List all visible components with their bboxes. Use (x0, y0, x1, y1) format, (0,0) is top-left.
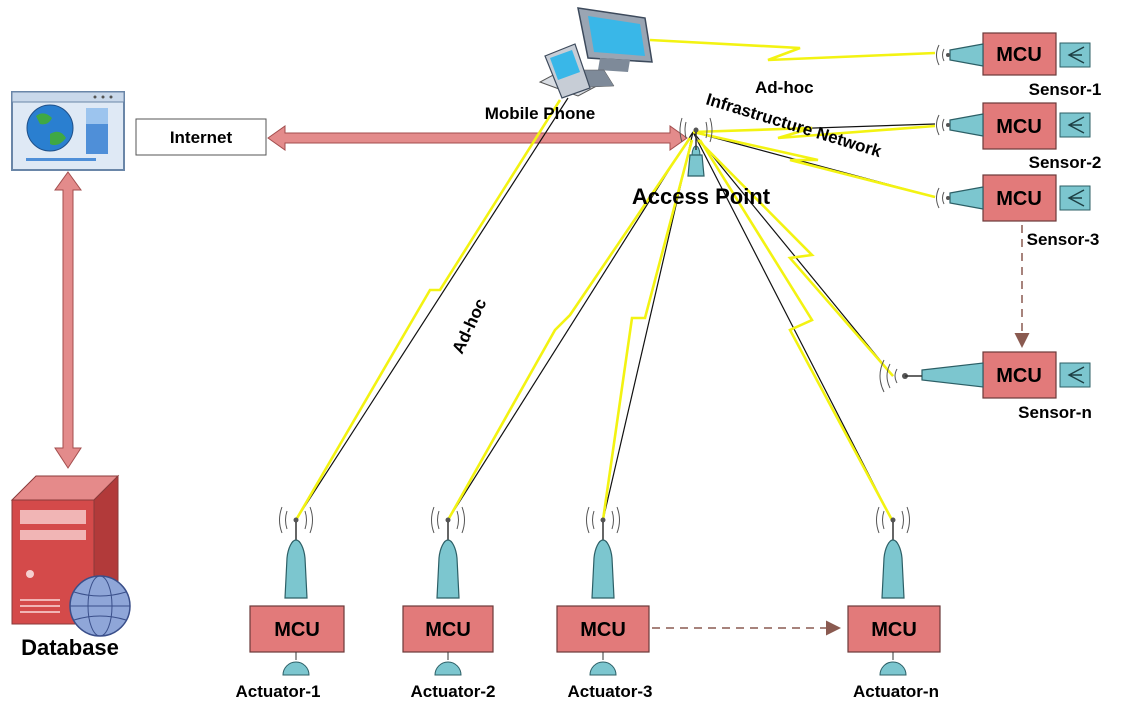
mcu-box (249, 605, 345, 653)
mcu-label: MCU (996, 116, 1042, 138)
actuator-3-label: Actuator-3 (567, 682, 652, 701)
antenna-icon (284, 539, 308, 599)
database-server-icon (10, 474, 131, 637)
sensor-node-1: MCU Sensor-1 (936, 32, 1102, 99)
adhoc-top-label: Ad-hoc (755, 78, 814, 97)
access-point-icon (679, 117, 713, 177)
actuator-1-label: Actuator-1 (235, 682, 320, 701)
actuator-node-1: MCU Actuator-1 (235, 506, 345, 701)
mcu-label: MCU (996, 365, 1042, 387)
actuator-icon (282, 661, 310, 676)
internet-label-box: Internet (135, 118, 267, 156)
antenna-icon (949, 43, 984, 67)
internet-label: Internet (170, 128, 233, 147)
antenna-icon (949, 113, 984, 137)
sensor-node-n: MCU Sensor-n (879, 351, 1092, 422)
mcu-label: MCU (996, 44, 1042, 66)
mcu-label: MCU (871, 619, 917, 641)
mcu-label: MCU (996, 188, 1042, 210)
mobile-phone-label: Mobile Phone (485, 104, 596, 123)
sensor-1-label: Sensor-1 (1029, 80, 1102, 99)
sensor-node-3: MCU Sensor-3 (936, 174, 1100, 249)
actuator-node-3: MCU Actuator-3 (556, 506, 653, 701)
phone-icon (544, 43, 591, 99)
actuator-2-label: Actuator-2 (410, 682, 495, 701)
ap-links-to-sensors (692, 123, 936, 377)
mcu-box (982, 32, 1057, 76)
sensor-2-label: Sensor-2 (1029, 153, 1102, 172)
actuator-icon (434, 661, 462, 676)
actuator-node-2: MCU Actuator-2 (402, 506, 496, 701)
mcu-label: MCU (425, 619, 471, 641)
internet-to-access-point-arrow (267, 125, 688, 151)
mcu-label: MCU (274, 619, 320, 641)
actuator-icon (589, 661, 617, 676)
sensor-n-label: Sensor-n (1018, 403, 1092, 422)
adhoc-link-phone-to-actuator-1 (295, 97, 569, 521)
web-browser-icon (11, 91, 125, 171)
mcu-label: MCU (580, 619, 626, 641)
mcu-box (556, 605, 650, 653)
sensor-node-2: MCU Sensor-2 (936, 102, 1102, 172)
mcu-box (982, 102, 1057, 150)
mcu-box (982, 351, 1057, 399)
antenna-icon (591, 539, 615, 599)
access-point-label: Access Point (632, 184, 771, 209)
database-label: Database (21, 635, 119, 660)
browser-to-database-arrow (54, 171, 82, 469)
actuator-n-label: Actuator-n (853, 682, 939, 701)
actuator-icon (879, 661, 907, 676)
antenna-icon (949, 186, 984, 210)
antenna-icon (921, 362, 984, 388)
actuator-node-n: MCU Actuator-n (847, 506, 941, 701)
mcu-box (402, 605, 494, 653)
wireless-bolts (294, 38, 936, 521)
infrastructure-network-label: Infrastructure Network (704, 90, 884, 162)
antenna-icon (881, 539, 905, 599)
adhoc-left-label: Ad-hoc (448, 296, 490, 357)
mcu-box (847, 605, 941, 653)
sensor-3-label: Sensor-3 (1027, 230, 1100, 249)
antenna-icon (436, 539, 460, 599)
